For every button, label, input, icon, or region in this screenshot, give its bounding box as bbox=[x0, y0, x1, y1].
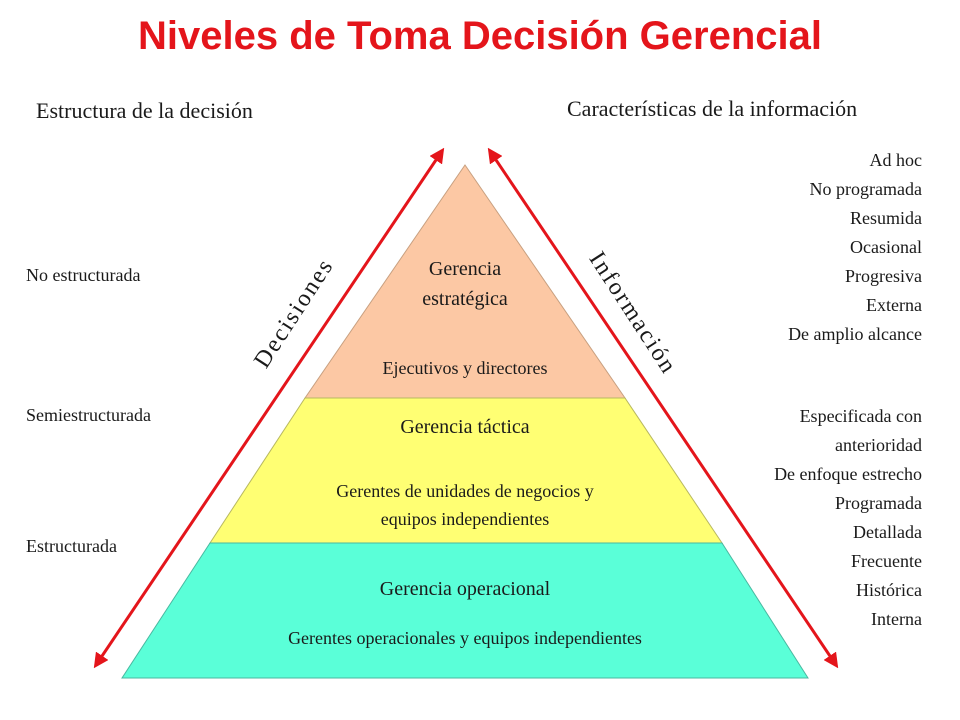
info-item: De enfoque estrecho bbox=[774, 464, 922, 484]
tactical-title: Gerencia táctica bbox=[400, 416, 530, 438]
info-item: Especificada con bbox=[799, 406, 922, 426]
info-item: Detallada bbox=[853, 522, 922, 542]
information-arrow bbox=[487, 147, 839, 669]
label-no-estructurada: No estructurada bbox=[26, 265, 141, 285]
info-item: Ad hoc bbox=[869, 150, 923, 170]
strategic-title-line2: estratégica bbox=[422, 288, 508, 310]
tactical-subtitle-line1: Gerentes de unidades de negocios y bbox=[336, 481, 594, 501]
right-heading: Características de la información bbox=[567, 96, 858, 121]
info-item: anterioridad bbox=[835, 435, 922, 455]
operational-level bbox=[121, 542, 809, 679]
tactical-subtitle: Gerentes de unidades de negocios y equip… bbox=[230, 477, 700, 533]
tactical-subtitle-line2: equipos independientes bbox=[380, 509, 550, 529]
info-item: Resumida bbox=[850, 208, 922, 228]
left-heading: Estructura de la decisión bbox=[36, 98, 253, 123]
info-list-bottom: Especificada con anterioridad De enfoque… bbox=[774, 402, 922, 634]
label-estructurada: Estructurada bbox=[26, 536, 117, 556]
info-item: No programada bbox=[809, 179, 922, 199]
operational-title: Gerencia operacional bbox=[379, 578, 551, 600]
info-item: Histórica bbox=[856, 580, 922, 600]
label-semiestructurada: Semiestructurada bbox=[26, 405, 151, 425]
page-title: Niveles de Toma Decisión Gerencial bbox=[138, 14, 822, 58]
info-item: Interna bbox=[871, 609, 922, 629]
info-item: Ocasional bbox=[850, 237, 922, 257]
decisions-arrow bbox=[93, 147, 445, 669]
info-item: Externa bbox=[866, 295, 922, 315]
info-item: Frecuente bbox=[851, 551, 922, 571]
strategic-title-line1: Gerencia bbox=[428, 258, 502, 280]
strategic-subtitle: Ejecutivos y directores bbox=[382, 358, 548, 378]
info-item: Programada bbox=[835, 493, 922, 513]
operational-subtitle: Gerentes operacionales y equipos indepen… bbox=[288, 628, 642, 648]
info-item: Progresiva bbox=[845, 266, 922, 286]
info-list-top: Ad hoc No programada Resumida Ocasional … bbox=[788, 146, 922, 349]
info-item: De amplio alcance bbox=[788, 324, 922, 344]
strategic-title: Gerencia estratégica bbox=[365, 254, 565, 314]
